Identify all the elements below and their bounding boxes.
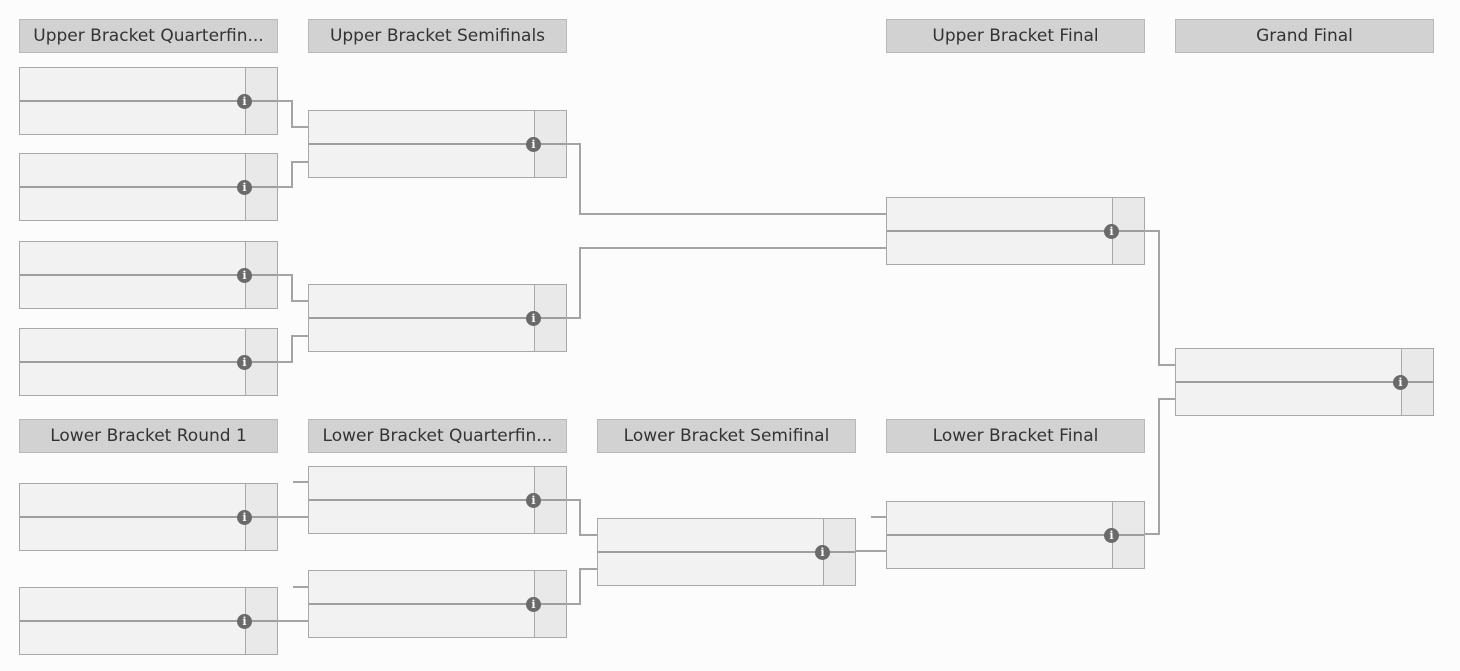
- match-info-icon[interactable]: i: [526, 311, 541, 326]
- round-header-grand-final: Grand Final: [1175, 19, 1434, 53]
- connector-usf1-uf: [567, 143, 886, 215]
- match-upper-final[interactable]: i: [886, 197, 1145, 265]
- match-divider: [309, 499, 566, 501]
- match-info-icon[interactable]: i: [526, 137, 541, 152]
- match-lower-r1-1[interactable]: i: [19, 483, 278, 551]
- connector-usf2-uf: [567, 247, 886, 319]
- match-grand-final[interactable]: i: [1175, 348, 1434, 416]
- connector-lqf2-lsf: [567, 568, 597, 605]
- match-divider: [309, 603, 566, 605]
- match-info-icon[interactable]: i: [237, 268, 252, 283]
- round-header-upper-quarterfinals: Upper Bracket Quarterfin...: [19, 19, 278, 53]
- round-header-upper-semifinals: Upper Bracket Semifinals: [308, 19, 567, 53]
- round-header-lower-round-1: Lower Bracket Round 1: [19, 419, 278, 453]
- match-divider: [20, 620, 277, 622]
- match-info-icon[interactable]: i: [237, 180, 252, 195]
- connector-lqf1-lsf: [567, 499, 597, 536]
- match-divider: [1176, 381, 1433, 383]
- match-lower-final[interactable]: i: [886, 501, 1145, 569]
- match-divider: [20, 100, 277, 102]
- match-info-icon[interactable]: i: [1104, 224, 1119, 239]
- match-upper-sf-2[interactable]: i: [308, 284, 567, 352]
- round-header-upper-final: Upper Bracket Final: [886, 19, 1145, 53]
- match-upper-qf-3[interactable]: i: [19, 241, 278, 309]
- round-header-lower-quarterfinals: Lower Bracket Quarterfin...: [308, 419, 567, 453]
- match-divider: [20, 274, 277, 276]
- match-divider: [20, 186, 277, 188]
- round-header-lower-semifinal: Lower Bracket Semifinal: [597, 419, 856, 453]
- round-header-lower-final: Lower Bracket Final: [886, 419, 1145, 453]
- match-divider: [598, 551, 855, 553]
- match-info-icon[interactable]: i: [1104, 528, 1119, 543]
- match-upper-qf-4[interactable]: i: [19, 328, 278, 396]
- match-upper-sf-1[interactable]: i: [308, 110, 567, 178]
- match-info-icon[interactable]: i: [1393, 375, 1408, 390]
- match-upper-qf-1[interactable]: i: [19, 67, 278, 135]
- match-lower-r1-2[interactable]: i: [19, 587, 278, 655]
- match-info-icon[interactable]: i: [815, 545, 830, 560]
- match-divider: [20, 516, 277, 518]
- match-divider: [887, 230, 1144, 232]
- connector-uqf3-usf2: [278, 274, 308, 302]
- connector-lf-gf: [1145, 398, 1175, 535]
- match-upper-qf-2[interactable]: i: [19, 153, 278, 221]
- connector-uqf2-usf1: [278, 161, 308, 188]
- connector-uqf1-usf1: [278, 100, 308, 128]
- match-divider: [309, 143, 566, 145]
- match-lower-qf-2[interactable]: i: [308, 570, 567, 638]
- match-lower-qf-1[interactable]: i: [308, 466, 567, 534]
- match-info-icon[interactable]: i: [526, 597, 541, 612]
- match-divider: [20, 361, 277, 363]
- connector-uf-gf: [1145, 230, 1175, 366]
- match-info-icon[interactable]: i: [526, 493, 541, 508]
- match-info-icon[interactable]: i: [237, 510, 252, 525]
- match-info-icon[interactable]: i: [237, 355, 252, 370]
- match-lower-semifinal[interactable]: i: [597, 518, 856, 586]
- match-divider: [887, 534, 1144, 536]
- match-info-icon[interactable]: i: [237, 94, 252, 109]
- match-info-icon[interactable]: i: [237, 614, 252, 629]
- connector-uqf4-usf2: [278, 335, 308, 363]
- match-divider: [309, 317, 566, 319]
